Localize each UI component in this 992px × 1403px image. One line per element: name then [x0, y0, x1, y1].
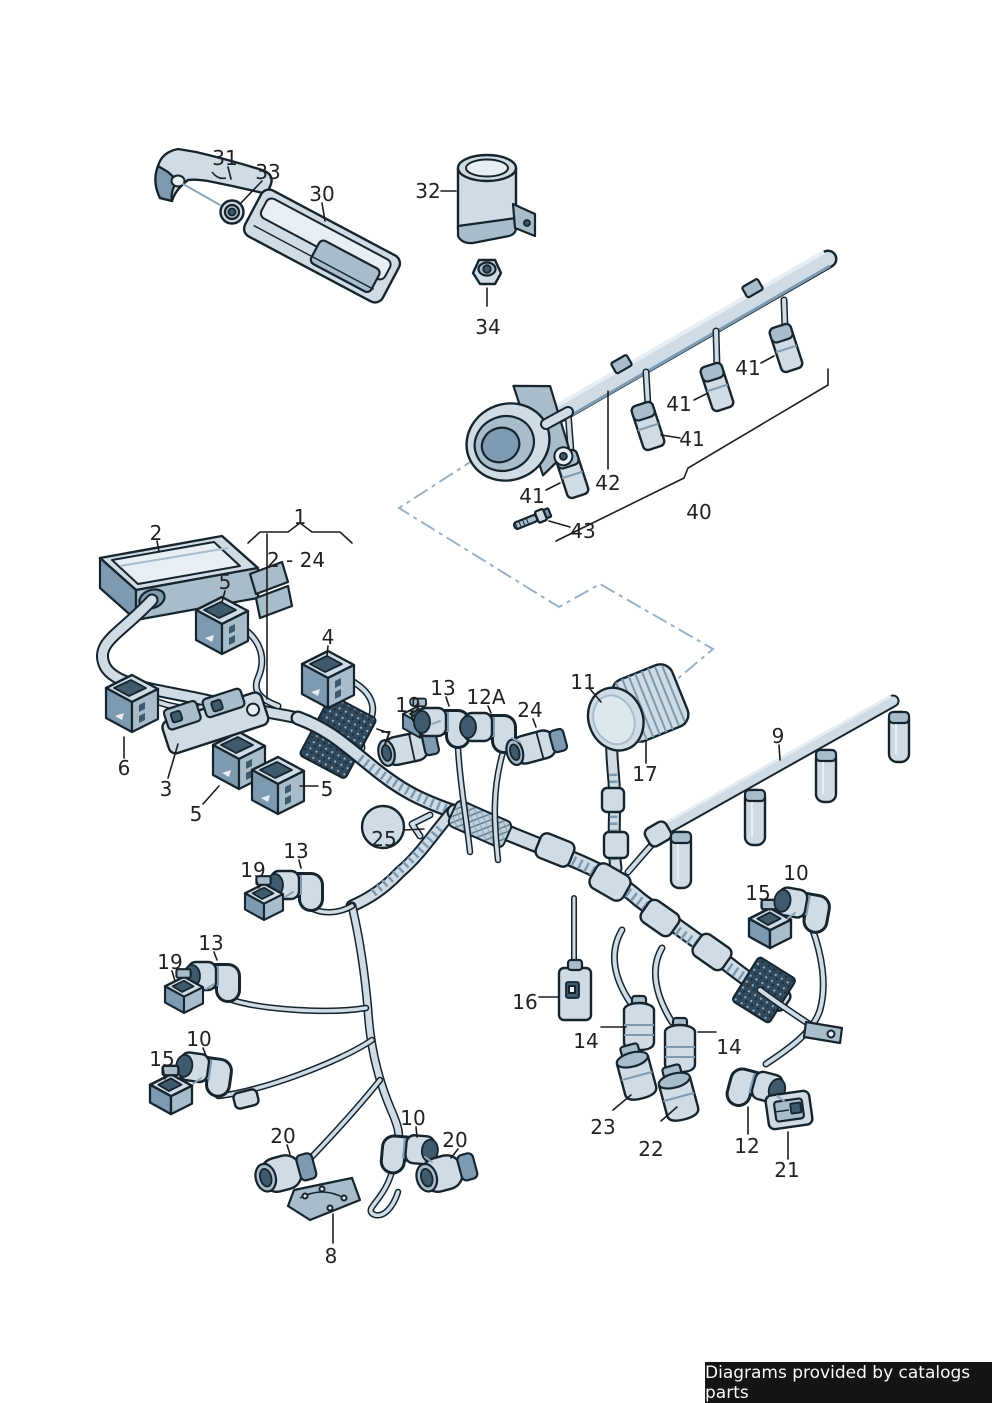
connector-12A [460, 713, 504, 741]
footer-banner: Diagrams provided by catalogs parts [705, 1362, 992, 1403]
part-2-ecu-connector [98, 534, 294, 622]
connector-14 [622, 994, 656, 1052]
part-43-screw [512, 507, 553, 530]
glow-plug-connector [814, 748, 838, 804]
part-11-17-grommet-boot [586, 663, 690, 752]
injector-connector-41 [767, 321, 805, 375]
connector-21 [764, 1089, 814, 1131]
connector-6 [104, 673, 160, 734]
bracket-40 [555, 368, 829, 542]
connector-3 [161, 687, 270, 755]
connector-4 [300, 649, 356, 710]
cap-23 [611, 1039, 660, 1104]
rail-clamp [741, 278, 764, 299]
glow-plug-connector [887, 710, 911, 764]
cap-22 [653, 1060, 702, 1125]
fuel-rail-assembly [465, 249, 838, 530]
bolt-axis-line [182, 183, 221, 206]
connector-14 [663, 1016, 697, 1074]
part-25-marker [360, 804, 406, 850]
woven-tape-section [447, 799, 513, 849]
assembly-boundary-line [397, 456, 715, 692]
connector-5 [194, 595, 250, 656]
mating-axis-lines [192, 720, 796, 1163]
injector-connector-41 [629, 399, 667, 453]
part-34-nut [471, 258, 503, 286]
part-32-cap [456, 153, 537, 245]
part-33-nut [219, 199, 245, 225]
bracket-1 [247, 522, 353, 544]
glow-plug-connector [743, 788, 767, 847]
wiring-harness [96, 534, 844, 1219]
engine-round-connector [465, 384, 574, 482]
glow-plug-connector [669, 830, 693, 890]
rail-clamp [610, 354, 633, 375]
part-31-bracket [154, 147, 273, 203]
leader-lines [123, 166, 829, 1244]
part-9-glow-plug-loom [643, 694, 911, 890]
connector-16 [557, 958, 593, 1022]
footer-text: Diagrams provided by catalogs parts [705, 1362, 971, 1403]
part-30-cover [242, 188, 402, 304]
part-8-bracket-plate [286, 1176, 362, 1222]
injector-connector-41 [698, 360, 736, 414]
eyelet-terminal [802, 1020, 844, 1045]
connector-5 [250, 755, 306, 816]
